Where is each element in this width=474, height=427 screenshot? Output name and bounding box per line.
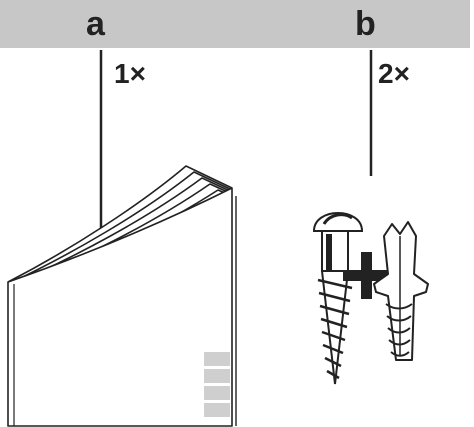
wall-plug-icon: [373, 221, 429, 361]
manual-booklet: [7, 165, 237, 427]
screw-icon: [312, 212, 364, 385]
plus-icon: [343, 252, 390, 299]
manual-index-tabs: [204, 352, 230, 417]
part-b-quantity: 2×: [378, 58, 410, 89]
part-b-label: b: [355, 5, 376, 43]
part-a-label: a: [86, 5, 105, 43]
part-a-quantity: 1×: [114, 58, 146, 89]
parts-header-bar: [0, 0, 470, 48]
